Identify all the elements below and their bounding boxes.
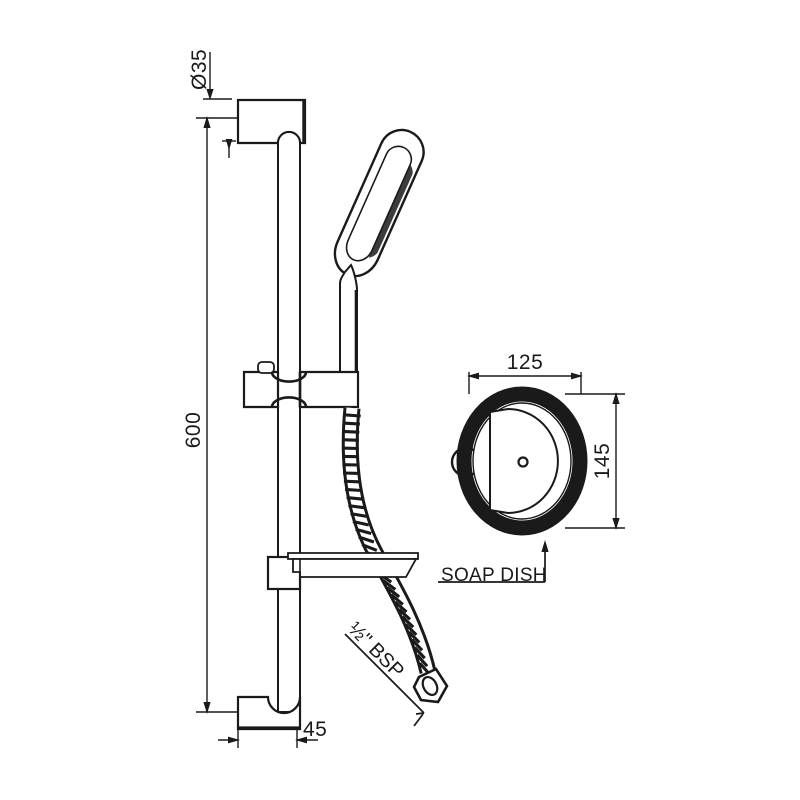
nut-bore xyxy=(421,675,439,697)
soap-dish-width-label: 125 xyxy=(507,351,544,374)
rail-diameter-arrow xyxy=(206,89,214,100)
bsp-underline-tick xyxy=(415,712,425,715)
sdw-arrow-right xyxy=(571,372,583,380)
soap-dish-width-dimension: 125 xyxy=(467,351,583,394)
sdh-arrow-bottom xyxy=(612,518,620,530)
soap-dish-height-label: 145 xyxy=(591,443,614,480)
soap-dish-leader-arrow xyxy=(541,540,549,552)
soap-dish-callout: SOAP DISH xyxy=(438,540,549,586)
rail-length-arrow-bottom xyxy=(203,702,211,714)
soap-dish-plan-view xyxy=(450,386,588,536)
rail-length-arrow-top xyxy=(203,116,211,128)
soap-dish-outer-ring xyxy=(456,386,588,536)
bracket-projection-label: 45 xyxy=(303,718,327,741)
holder-right-block xyxy=(298,370,360,409)
bsp-leader xyxy=(413,713,424,727)
shower-head-outline xyxy=(333,128,425,278)
soap-dish-drain-hole xyxy=(517,456,529,468)
soap-dish-height-dimension: 145 xyxy=(565,392,625,530)
soap-dish-body-side xyxy=(292,558,418,578)
rail-length-dimension: 600 xyxy=(182,116,240,714)
bracket-projection-dimension: 45 xyxy=(218,718,327,748)
hose-thread-label: ½" BSP xyxy=(343,618,408,683)
soap-dish-rim xyxy=(287,552,419,560)
holder-saddle-top xyxy=(270,371,308,383)
rail-length-label: 600 xyxy=(182,412,205,449)
soap-dish-label: SOAP DISH xyxy=(441,565,547,586)
rail-diameter-label: Ø35 xyxy=(188,49,211,90)
proj-arrow-right xyxy=(295,736,307,744)
hose-connector-nut xyxy=(412,667,449,704)
holder-saddle-bottom xyxy=(270,396,308,408)
sliding-handset-holder xyxy=(242,361,360,409)
shower-head-shading xyxy=(368,164,413,258)
rail-diameter-dimension: Ø35 xyxy=(188,49,236,158)
rail-diameter-arrow2 xyxy=(225,139,233,150)
handle-body xyxy=(339,263,358,383)
slide-rail-bar xyxy=(277,131,301,713)
shower-head-faceplate xyxy=(345,145,413,262)
soap-dish-side-view xyxy=(266,552,419,591)
hand-shower-handle xyxy=(339,263,358,383)
hand-shower-head xyxy=(333,128,425,278)
bottom-wall-bracket xyxy=(236,695,302,731)
proj-arrow-left xyxy=(228,736,240,744)
bsp-underline xyxy=(344,633,425,714)
sdw-arrow-left xyxy=(467,372,479,380)
rail-tube xyxy=(277,131,301,713)
bottom-bracket-body xyxy=(236,695,302,731)
holder-lever-knob xyxy=(257,361,275,374)
sdh-arrow-top xyxy=(612,392,620,404)
